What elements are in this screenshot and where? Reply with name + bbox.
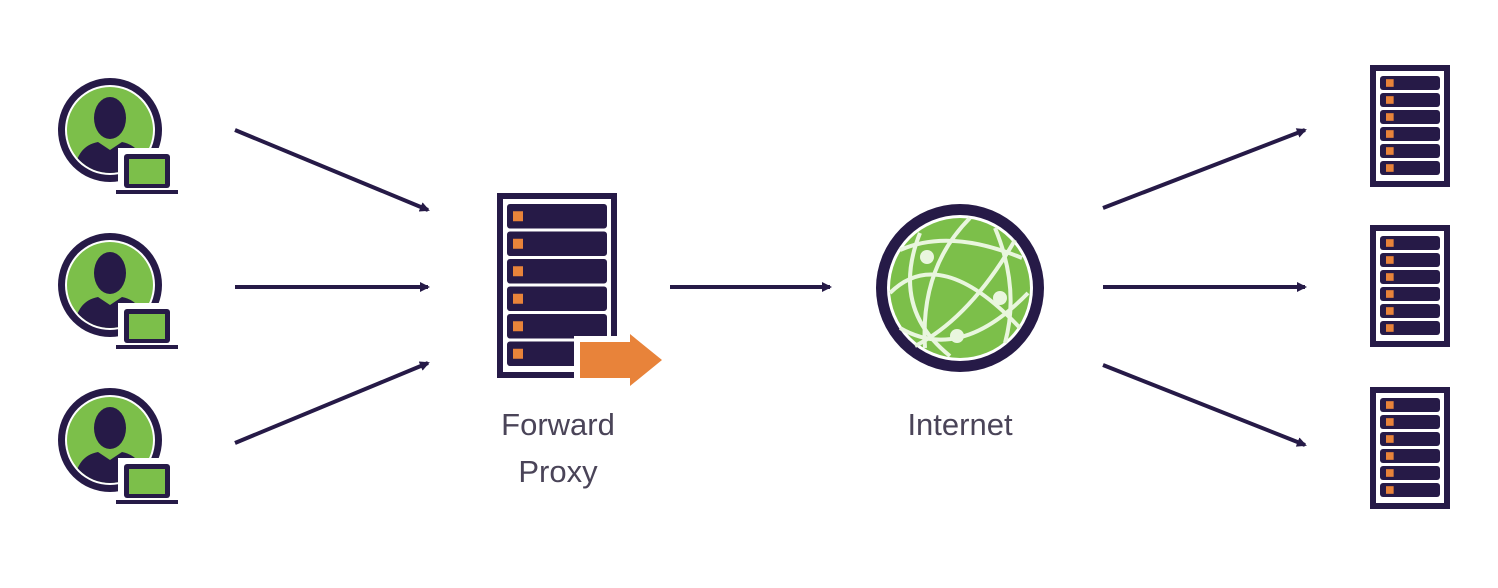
flow-arrow	[1102, 363, 1307, 447]
globe-icon	[876, 204, 1044, 372]
client-2-icon	[58, 233, 178, 349]
server-3-icon	[1370, 387, 1450, 509]
server-1-icon	[1370, 65, 1450, 187]
proxy-label-line2: Proxy	[518, 454, 598, 489]
internet-label: Internet	[907, 407, 1013, 442]
proxy-server-icon	[497, 193, 668, 398]
server-2-icon	[1370, 225, 1450, 347]
flow-arrow	[234, 361, 430, 445]
client-3-icon	[58, 388, 178, 504]
client-1-icon	[58, 78, 178, 194]
forward-arrow-icon	[580, 334, 662, 386]
flow-arrow	[234, 128, 430, 212]
proxy-label-line1: Forward	[501, 407, 615, 442]
flow-arrow	[1102, 128, 1307, 210]
